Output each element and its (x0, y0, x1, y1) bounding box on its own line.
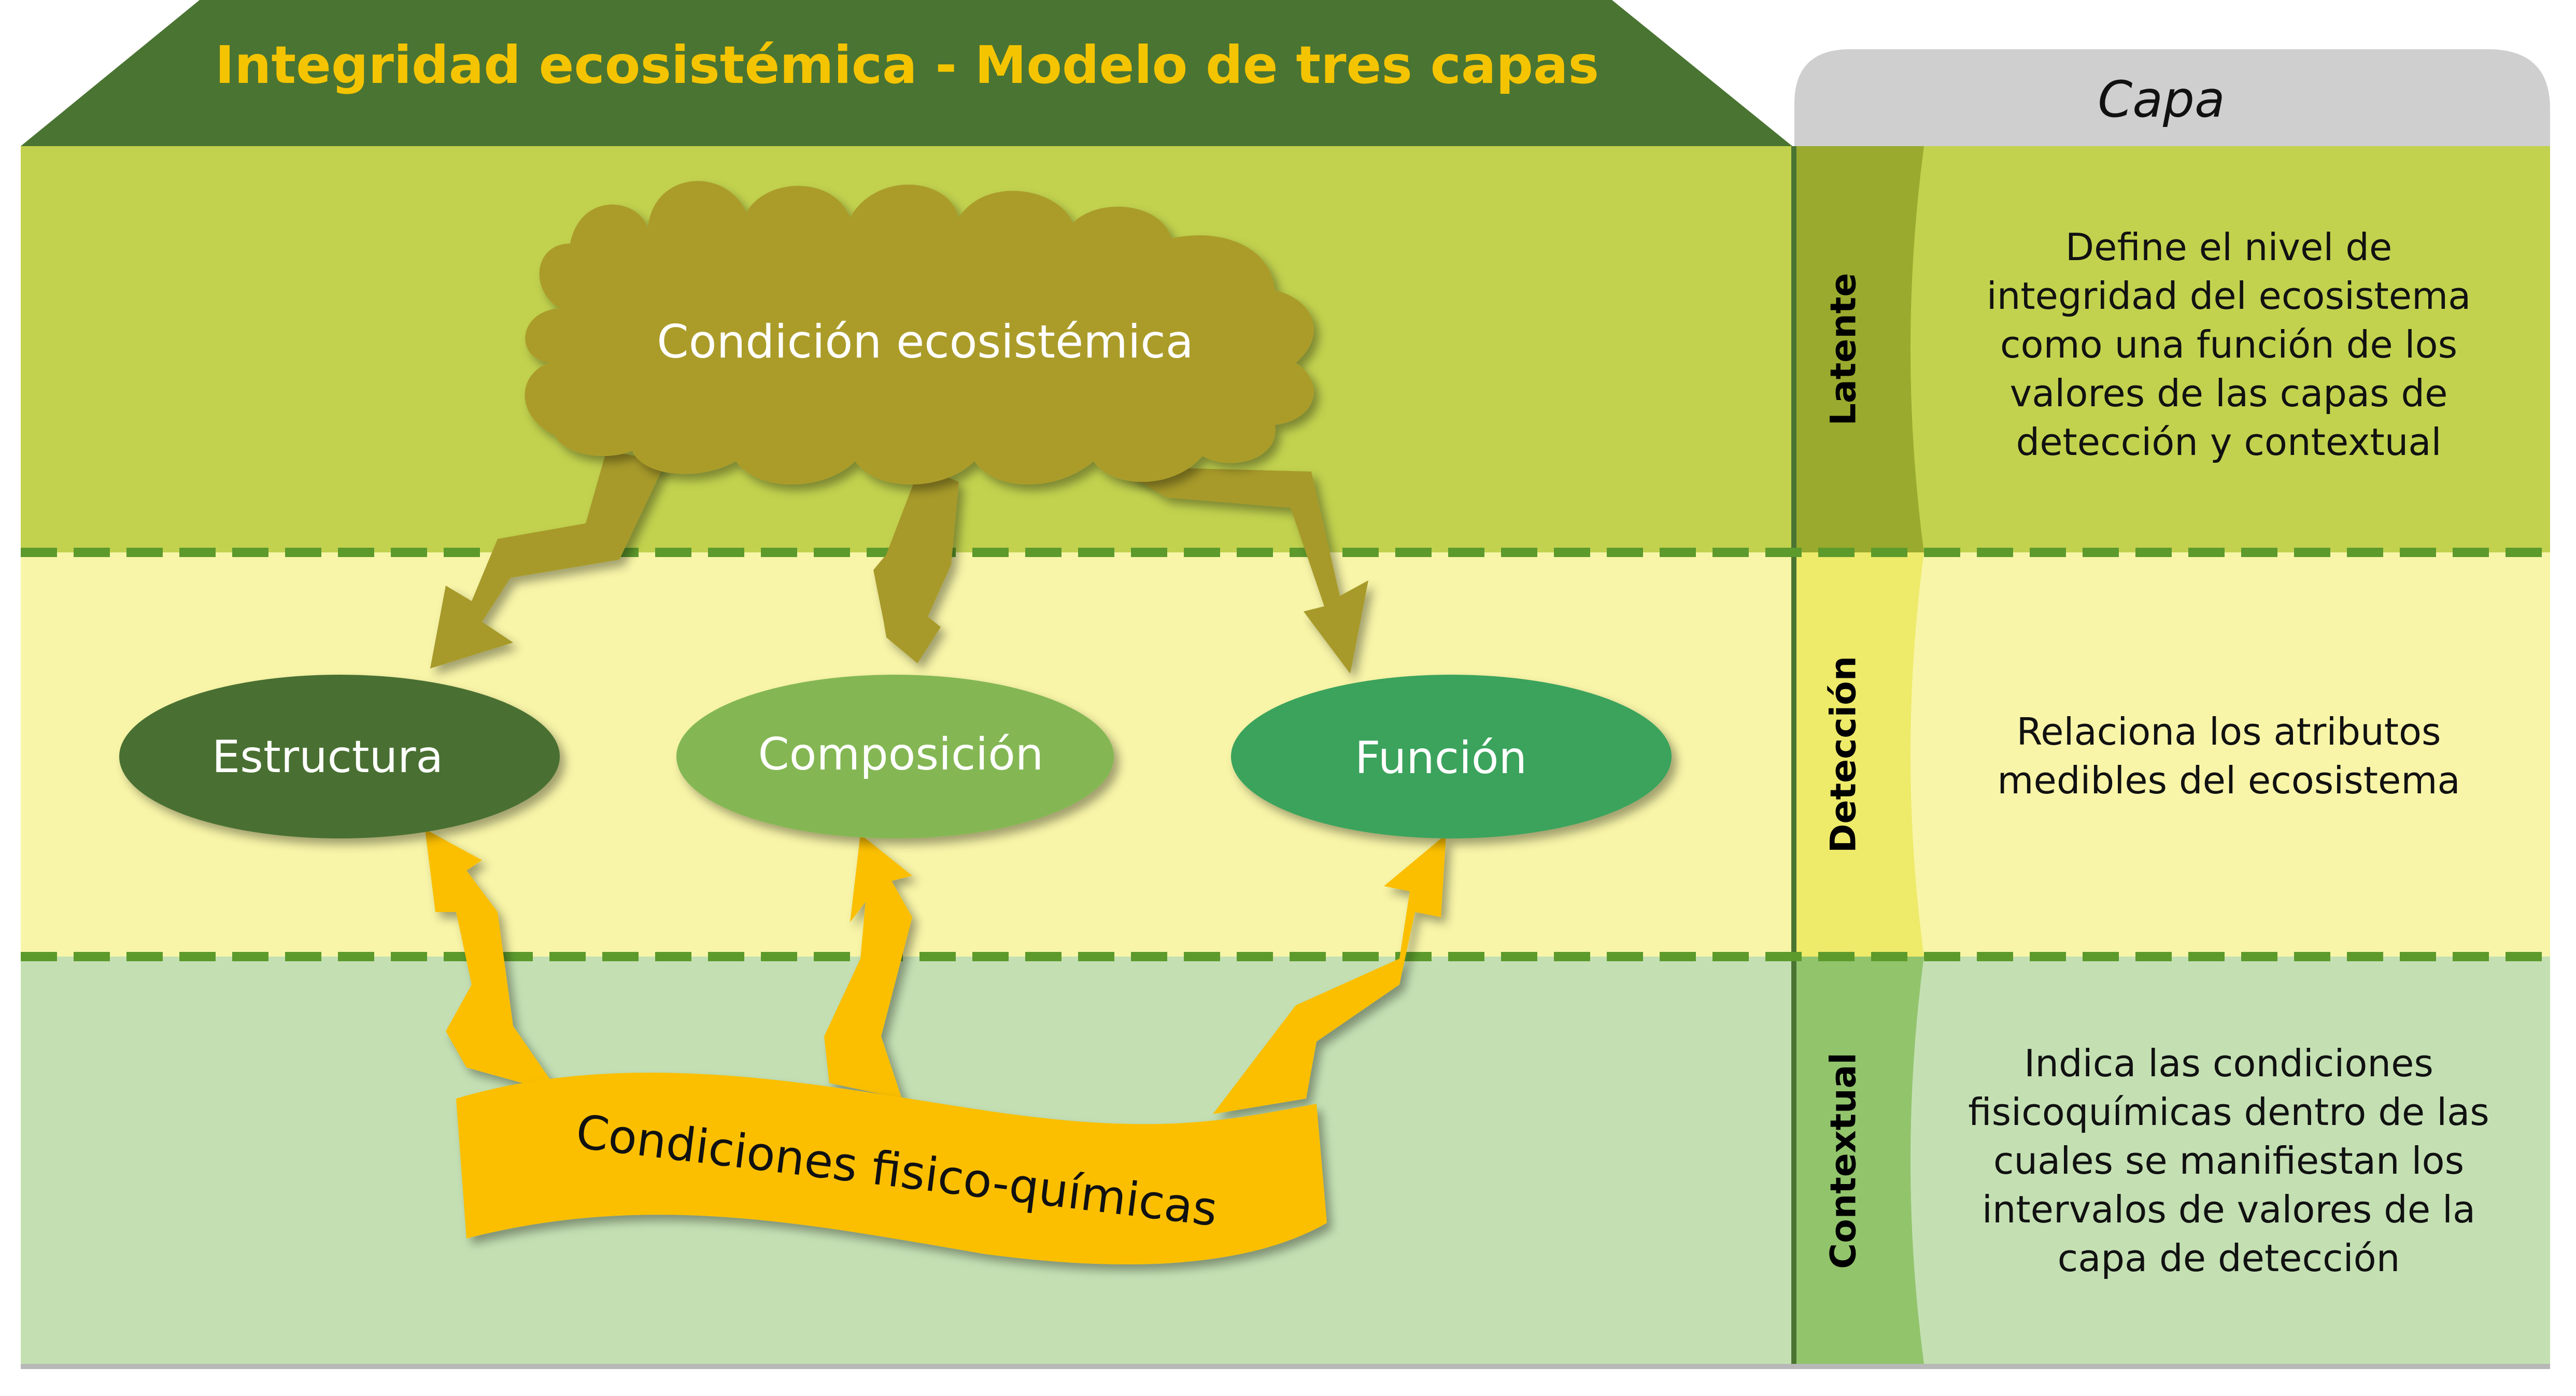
layer-description-deteccion: Relaciona los atributos medibles del eco… (1938, 707, 2519, 805)
banner-shape (456, 1073, 1327, 1264)
layer-description-contextual: Indica las condiciones fisicoquímicas de… (1938, 1039, 2519, 1283)
cloud-arrows (430, 451, 1368, 674)
node-estructura-label: Estructura (212, 731, 443, 783)
node-funcion-label: Función (1355, 732, 1527, 784)
cloud-label: Condición ecosistémica (657, 315, 1193, 368)
yellow-arrows (425, 829, 1446, 1114)
bottom-shadow (21, 1364, 2550, 1369)
desc-line: como una función de los (2000, 323, 2458, 366)
arrow-banner-to-funcion (1213, 834, 1446, 1114)
node-estructura-shape (119, 675, 560, 838)
layer-description-latente: Define el nivel de integridad del ecosis… (1938, 223, 2519, 466)
desc-line: capa de detección (2057, 1236, 2400, 1280)
desc-line: intervalos de valores de la (1981, 1188, 2476, 1231)
node-composicion-shape (676, 675, 1114, 838)
layer-label-deteccion: Detección (1823, 656, 1864, 853)
tab-latente (1796, 146, 1924, 552)
roof (21, 0, 1792, 146)
arrow-cloud-to-estructura (430, 451, 666, 668)
arrow-banner-to-estructura (425, 829, 560, 1093)
desc-line: valores de las capas de (2009, 372, 2448, 415)
arrow-cloud-to-composicion (873, 466, 959, 663)
tab-contextual (1796, 957, 1924, 1364)
desc-line: fisicoquímicas dentro de las (1968, 1090, 2489, 1134)
diagram-title: Integridad ecosistémica - Modelo de tres… (215, 35, 1599, 95)
desc-line: integridad del ecosistema (1986, 274, 2471, 318)
desc-line: Define el nivel de (2065, 225, 2393, 269)
desc-line: cuales se manifiestan los (1993, 1139, 2465, 1183)
arrow-cloud-to-funcion (1114, 466, 1368, 674)
cloud-shape (525, 181, 1314, 485)
layer-label-latente: Latente (1823, 273, 1864, 426)
desc-line: Indica las condiciones (2024, 1042, 2433, 1085)
arrow-banner-to-composicion (824, 834, 912, 1099)
layer-label-contextual: Contextual (1823, 1052, 1864, 1269)
header-capa: Capa (2098, 70, 2225, 129)
desc-line: medibles del ecosistema (1997, 759, 2460, 802)
tab-deteccion (1796, 552, 1924, 957)
header-tab-shape (1794, 49, 2550, 146)
column-separator (1791, 146, 1796, 1364)
node-funcion-shape (1231, 675, 1672, 838)
desc-line: detección y contextual (2016, 420, 2442, 464)
node-composicion-label: Composición (758, 729, 1044, 780)
desc-line: Relaciona los atributos (2016, 710, 2441, 753)
